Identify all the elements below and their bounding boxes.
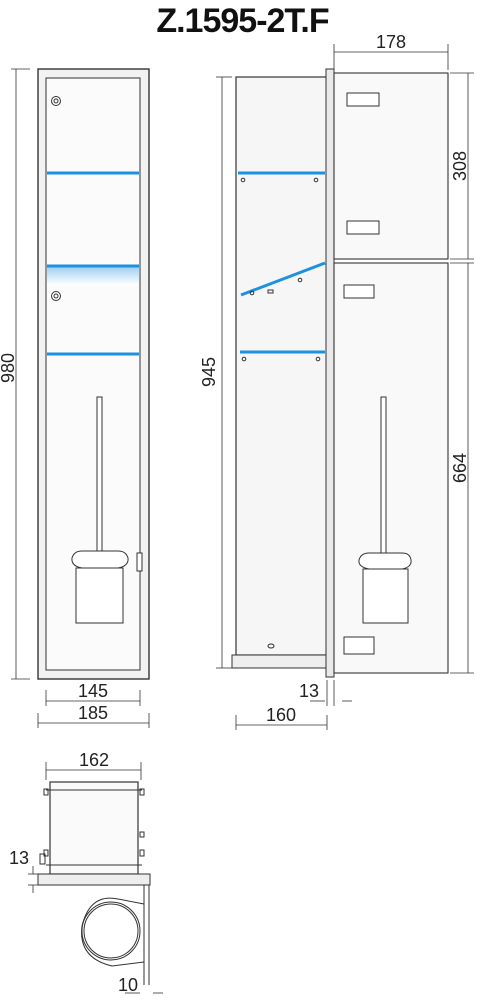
- dim-top-flange: 13: [9, 848, 29, 868]
- side-body: [235, 76, 328, 656]
- dim-front-height: 980: [0, 353, 18, 383]
- toilet-brush: [358, 396, 412, 624]
- dim-top-offset: 10: [118, 975, 138, 995]
- lock-icon: [51, 96, 61, 106]
- shelf-light-glow: [47, 267, 139, 285]
- side-base: [231, 654, 329, 669]
- upper-door-handle-top: [346, 92, 380, 107]
- lower-door-handle-top: [343, 284, 375, 299]
- dim-door-upper-height: 308: [450, 151, 470, 181]
- top-body: [49, 781, 139, 875]
- dim-front-inner-width: 145: [78, 681, 108, 701]
- side-view: [231, 68, 449, 678]
- top-base-plate: [37, 873, 151, 886]
- dim-side-depth: 160: [266, 705, 296, 725]
- side-dimensions: [216, 44, 474, 730]
- dim-door-width: 178: [376, 32, 406, 52]
- front-dimensions: [11, 68, 150, 728]
- side-shelf-tilted: [240, 261, 326, 297]
- dim-side-height: 945: [199, 357, 219, 387]
- dim-front-outer-width: 185: [78, 703, 108, 723]
- lock-icon: [51, 291, 61, 301]
- top-view: [37, 781, 151, 985]
- toilet-brush: [71, 396, 143, 624]
- dim-side-door-offset: 13: [299, 681, 319, 701]
- front-view: [37, 68, 150, 680]
- dim-top-width: 162: [79, 750, 109, 770]
- lower-door-handle-bottom: [343, 636, 375, 655]
- brush-holder-ring: [81, 897, 145, 967]
- dim-door-lower-height: 664: [450, 453, 470, 483]
- door-frame: [325, 68, 335, 678]
- model-title: Z.1595-2T.F: [156, 2, 329, 40]
- upper-door-handle-bottom: [346, 220, 380, 235]
- top-dimensions: [28, 762, 163, 994]
